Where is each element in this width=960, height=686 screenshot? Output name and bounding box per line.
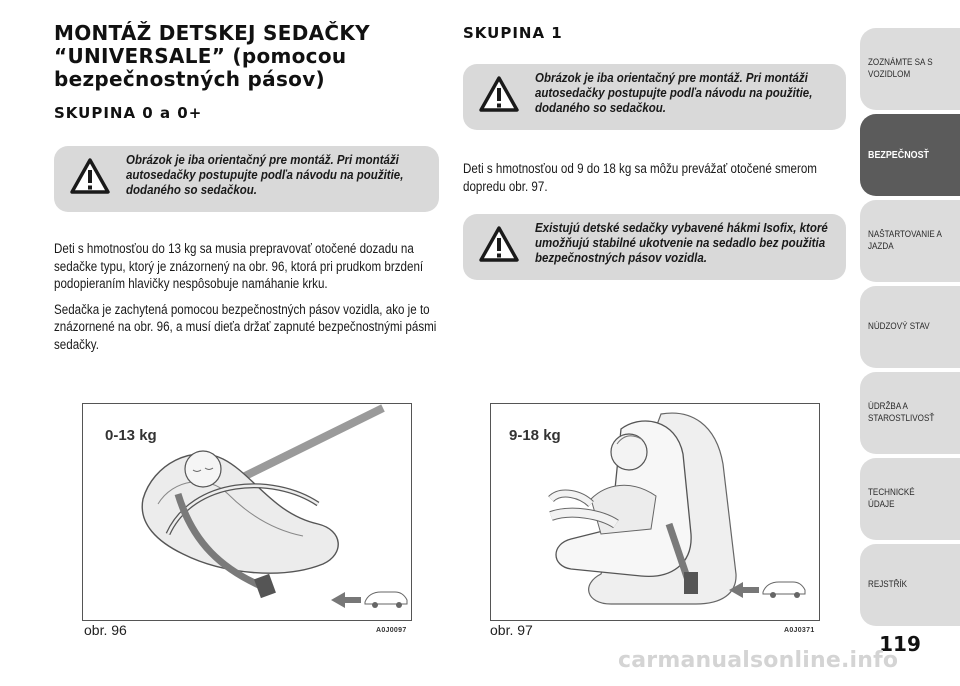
warning-text: Obrázok je iba orientačný pre montáž. Pr… (535, 71, 813, 115)
watermark: carmanualsonline.info (618, 648, 899, 673)
tab-introduction[interactable]: ZOZNÁMTE SA S VOZIDLOM (860, 28, 960, 110)
figure-caption: obr. 97 (490, 622, 533, 638)
tab-label: ZOZNÁMTE SA S VOZIDLOM (868, 57, 933, 80)
warning-box: Obrázok je iba orientačný pre montáž. Pr… (463, 64, 846, 130)
child-seat-illustration: 9-18 kg (509, 412, 806, 605)
subtitle-group-1: SKUPINA 1 (463, 24, 563, 42)
tab-index[interactable]: REJSTŘÍK (860, 544, 960, 626)
section-title-line: “UNIVERSALE” (pomocou (54, 44, 347, 68)
warning-box: Existujú detské sedačky vybavené hákmi I… (463, 214, 846, 280)
warning-triangle-icon (479, 76, 519, 112)
figure-weight-label: 0-13 kg (105, 427, 157, 444)
section-title-line: MONTÁŽ DETSKEJ SEDAČKY (54, 21, 370, 45)
tab-label: TECHNICKÉ ÚDAJE (868, 487, 915, 510)
paragraph: Deti s hmotnosťou od 9 do 18 kg sa môžu … (463, 161, 817, 194)
body-text: Deti s hmotnosťou do 13 kg sa musia prep… (54, 240, 438, 361)
page-number: 119 (879, 632, 921, 656)
tab-maintenance[interactable]: ÚDRŽBA A STAROSTLIVOSŤ (860, 372, 960, 454)
section-title-line: bezpečnostných pásov) (54, 67, 325, 91)
body-text: Deti s hmotnosťou od 9 do 18 kg sa môžu … (463, 160, 841, 203)
figure-weight-label: 9-18 kg (509, 427, 561, 444)
warning-triangle-icon (479, 226, 519, 262)
warning-text: Existujú detské sedačky vybavené hákmi I… (535, 221, 828, 265)
figure-code: A0J0097 (376, 627, 407, 634)
paragraph: Sedačka je zachytená pomocou bezpečnostn… (54, 301, 437, 352)
warning-text: Obrázok je iba orientačný pre montáž. Pr… (126, 153, 404, 197)
warning-triangle-icon (70, 158, 110, 194)
infant-seat-illustration: 0-13 kg (105, 404, 408, 608)
tab-label: NAŠTARTOVANIE A JAZDA (868, 229, 942, 252)
subtitle-group-0: SKUPINA 0 a 0+ (54, 104, 203, 122)
figure-code: A0J0371 (784, 627, 815, 634)
tab-technical-data[interactable]: TECHNICKÉ ÚDAJE (860, 458, 960, 540)
figure-96: 0-13 kg (82, 403, 412, 621)
warning-box: Obrázok je iba orientačný pre montáž. Pr… (54, 146, 439, 212)
tab-label: BEZPEČNOSŤ (868, 149, 930, 161)
tab-label: REJSTŘÍK (868, 579, 908, 590)
tab-label: ÚDRŽBA A STAROSTLIVOSŤ (868, 401, 935, 424)
tab-label: NÚDZOVÝ STAV (868, 321, 930, 332)
tab-emergency[interactable]: NÚDZOVÝ STAV (860, 286, 960, 368)
section-title: MONTÁŽ DETSKEJ SEDAČKY “UNIVERSALE” (pom… (54, 22, 444, 91)
figure-caption: obr. 96 (84, 622, 127, 638)
figure-97: 9-18 kg (490, 403, 820, 621)
paragraph: Deti s hmotnosťou do 13 kg sa musia prep… (54, 241, 424, 291)
tab-safety[interactable]: BEZPEČNOSŤ (860, 114, 960, 196)
tab-starting-driving[interactable]: NAŠTARTOVANIE A JAZDA (860, 200, 960, 282)
